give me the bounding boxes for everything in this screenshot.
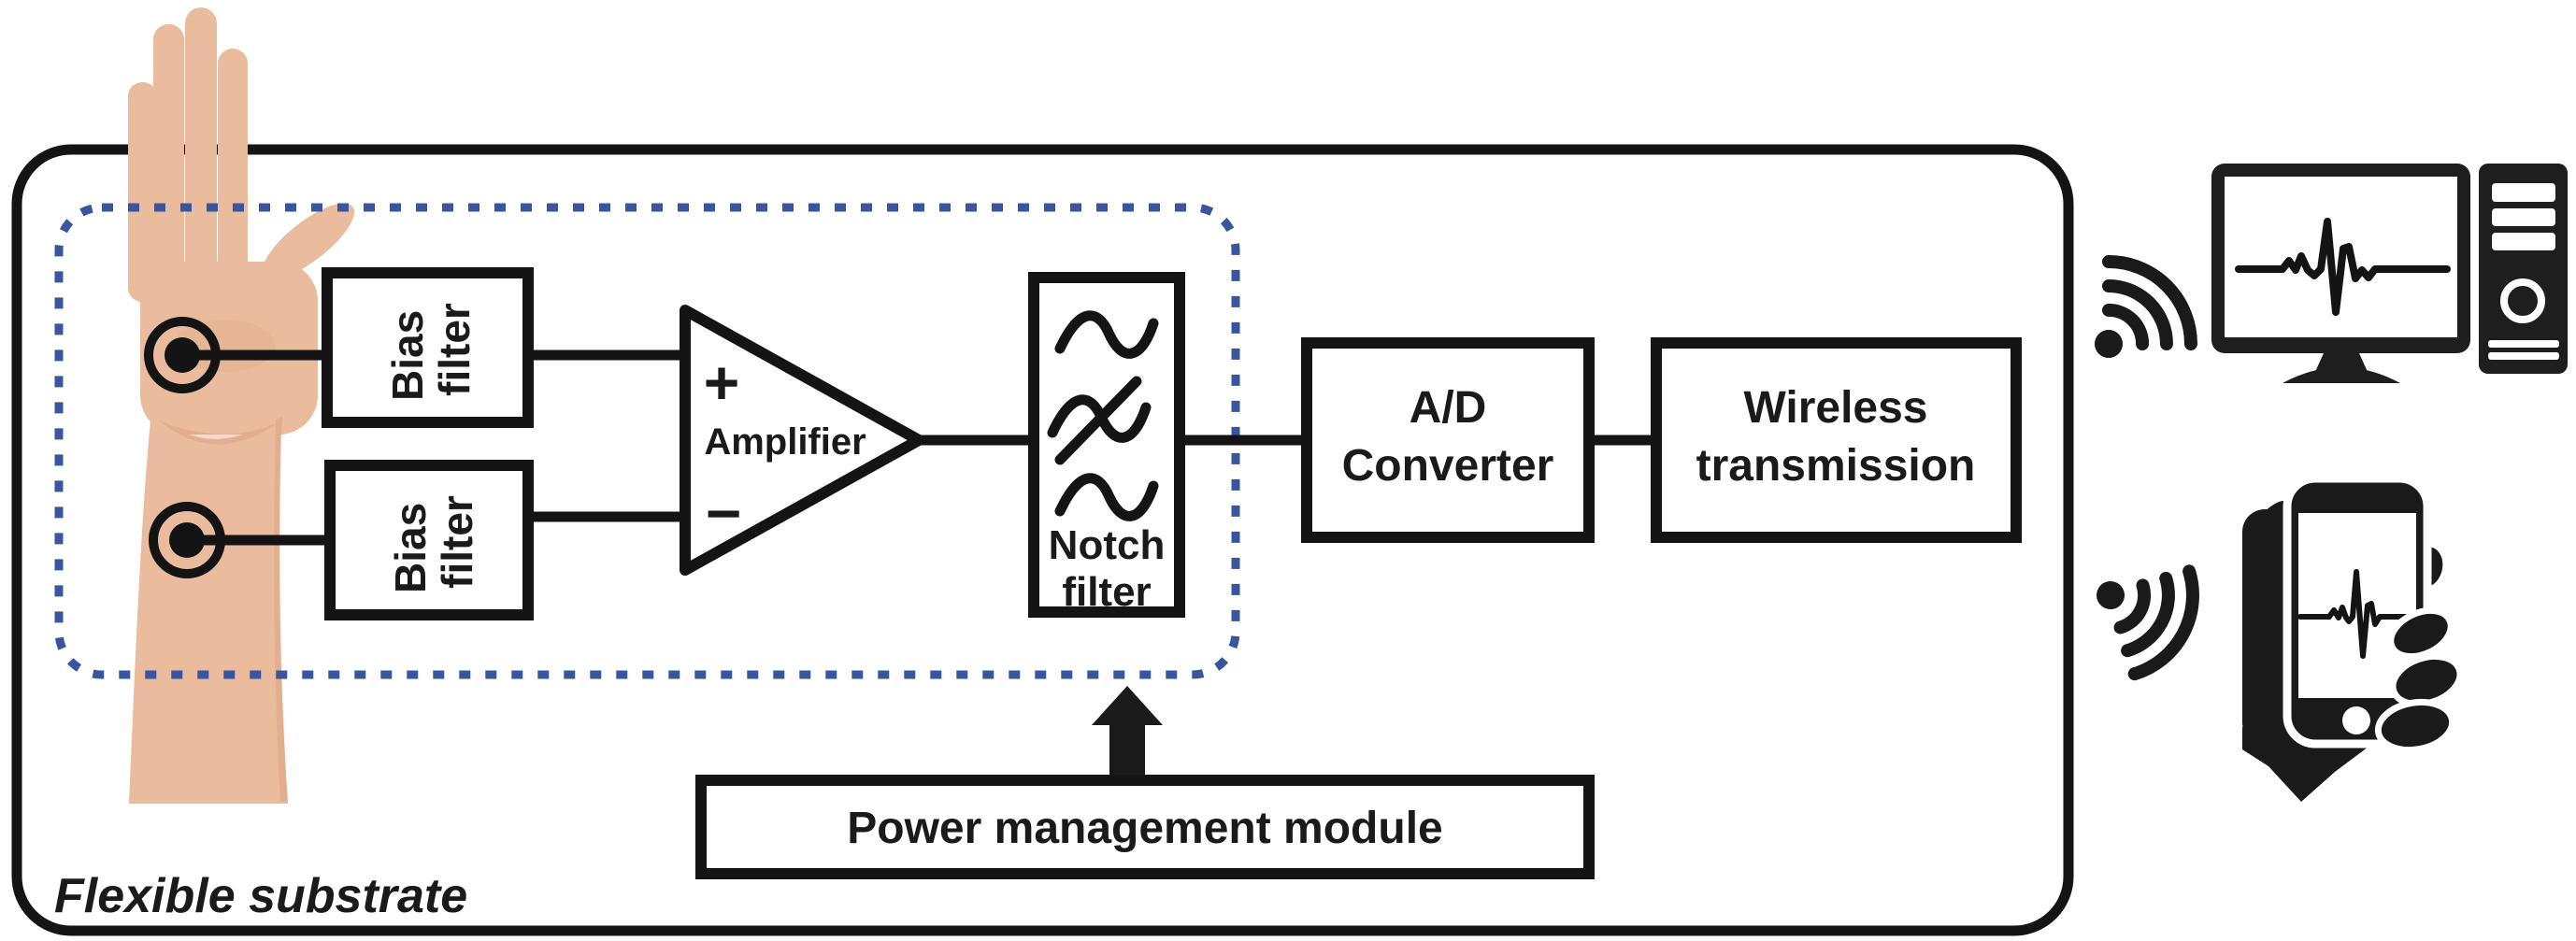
amplifier-plus-sign: +	[704, 348, 740, 417]
wireless-transmission-line1: Wireless	[1743, 383, 1927, 433]
block-amplifier: + − Amplifier	[680, 305, 924, 576]
sine-wave-3	[1054, 473, 1159, 521]
electrode-ring-icon	[144, 317, 221, 393]
block-wireless-transmission: Wireless transmission	[1651, 337, 2022, 543]
amplifier-label: Amplifier	[704, 421, 866, 463]
phone-home-button	[2342, 706, 2370, 734]
tower-power-button	[2500, 278, 2545, 323]
ad-converter-box	[1301, 337, 1595, 543]
arm-forearm	[129, 411, 288, 804]
bias-filter-bottom-box	[324, 460, 534, 620]
amplifier-minus-sign: −	[706, 478, 742, 548]
computer-tower-icon	[2479, 164, 2568, 374]
wifi-signal-icon	[2097, 564, 2199, 681]
arm-index-finger	[218, 49, 248, 315]
wifi-arc-3	[2102, 255, 2197, 350]
arm-middle-finger	[185, 7, 217, 311]
hand-finger-3	[2374, 698, 2456, 754]
svg-text:Bias filter: Bias filter	[386, 491, 481, 593]
arm-thumb	[262, 203, 355, 279]
svg-text:Bias filter: Bias filter	[383, 298, 479, 401]
wifi-arc-3	[2127, 564, 2199, 681]
wifi-arc-2	[2102, 279, 2173, 350]
desktop-monitor-ecg-icon	[2211, 164, 2470, 383]
wifi-signal-icon	[2095, 255, 2197, 358]
power-management-box	[695, 775, 1595, 879]
arm-wrist-shadow	[159, 421, 279, 445]
hand-palm	[2242, 509, 2293, 745]
bias-filter-top-line1: Bias	[383, 310, 432, 401]
monitor-stand-base	[2283, 367, 2400, 383]
ad-converter-line1: A/D	[1410, 383, 1487, 433]
hand-finger-1	[2387, 606, 2454, 661]
tower-slot-1	[2492, 183, 2555, 202]
flexible-substrate-label: Flexible substrate	[54, 869, 467, 923]
electrode-dot-icon	[165, 337, 200, 373]
electrode-bottom	[149, 502, 225, 578]
sine-waves-notch-icon	[1047, 310, 1159, 521]
sine-wave-strike	[1054, 376, 1142, 465]
wifi-arc-2	[2121, 571, 2175, 658]
arm-ring-finger	[153, 24, 184, 309]
analog-frontend-dashed-outline	[54, 203, 1240, 679]
block-bias-filter-top: Bias filter	[322, 267, 534, 428]
tower-slot-2	[2492, 208, 2555, 226]
bias-filter-bottom-line1: Bias	[386, 503, 435, 593]
tower-slot-3	[2492, 233, 2555, 250]
bias-filter-top-line2: filter	[430, 303, 479, 396]
wireless-transmission-line2: transmission	[1696, 441, 1976, 491]
signal-wires	[182, 349, 1656, 546]
wifi-arc-1	[2102, 303, 2150, 350]
amplifier-triangle-icon	[680, 305, 924, 576]
block-notch-filter: Notch filter	[1028, 272, 1185, 618]
ad-converter-line2: Converter	[1342, 441, 1554, 491]
block-power-management: Power management module	[695, 686, 1595, 879]
electrode-top	[144, 317, 221, 393]
sine-wave-1	[1054, 310, 1159, 359]
electrode-ring-icon	[149, 502, 225, 578]
wireless-transmission-box	[1651, 337, 2022, 543]
phone-ecg-waveform	[2297, 569, 2417, 659]
bias-filter-top-box	[322, 267, 534, 428]
bias-filter-bottom-line2: filter	[433, 495, 481, 589]
wifi-dot	[2095, 330, 2123, 358]
block-bias-filter-bottom: Bias filter	[324, 460, 534, 620]
tower-vent-2	[2488, 352, 2559, 360]
monitor-ecg-waveform	[2235, 218, 2451, 316]
electrode-dot-icon	[169, 522, 205, 558]
tower-vent-1	[2488, 340, 2559, 348]
hand-holding-phone-ecg-icon	[2242, 474, 2464, 802]
wifi-dot	[2097, 581, 2125, 609]
up-arrow-icon	[1092, 686, 1163, 783]
arm-shadow-edge	[274, 416, 288, 802]
notch-filter-line1: Notch	[1049, 522, 1166, 568]
arm-pinky-finger	[128, 82, 157, 302]
power-management-label: Power management module	[847, 804, 1442, 853]
notch-filter-line2: filter	[1062, 569, 1151, 615]
block-ad-converter: A/D Converter	[1301, 337, 1595, 543]
wifi-arc-1	[2113, 578, 2152, 634]
